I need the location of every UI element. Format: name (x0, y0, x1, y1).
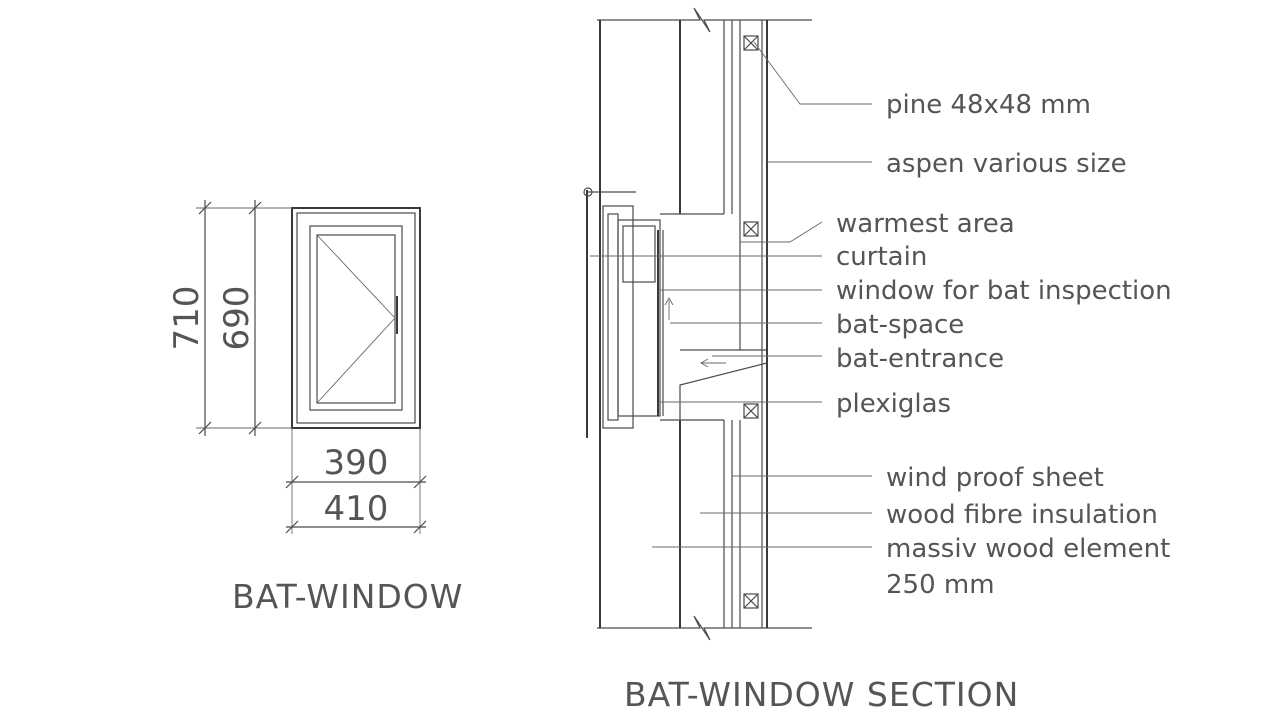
label-warmest-area: warmest area (836, 209, 1015, 239)
bat-space-box (617, 219, 661, 417)
sash-outer (309, 225, 403, 411)
window-outer-frame (291, 207, 421, 429)
window-inner-frame (296, 212, 416, 424)
bat-window-elevation: 710 690 390 410 BAT-WINDOW (167, 200, 463, 616)
dim-390-text: 390 (324, 443, 389, 483)
label-bat-entrance: bat-entrance (836, 344, 1004, 374)
bat-window-section-title: BAT-WINDOW SECTION (624, 675, 1019, 714)
warmest-area-box (622, 225, 656, 283)
batten-cross-marks (743, 35, 759, 609)
label-thickness: 250 mm (886, 570, 995, 600)
leader-lines (590, 41, 872, 548)
bat-window-title: BAT-WINDOW (232, 577, 463, 616)
label-aspen: aspen various size (886, 149, 1127, 179)
label-inspection-window: window for bat inspection (836, 276, 1172, 306)
label-plexiglas: plexiglas (836, 389, 951, 419)
dim-690-text: 690 (217, 286, 257, 351)
label-wind-proof-sheet: wind proof sheet (886, 463, 1104, 493)
label-pine: pine 48x48 mm (886, 90, 1091, 120)
opening-direction-lines (316, 234, 396, 404)
bottom-break-line (597, 615, 812, 641)
label-curtain: curtain (836, 242, 927, 272)
bat-entrance-ramp (679, 362, 768, 420)
bat-window-section: pine 48x48 mm aspen various size warmest… (583, 7, 1172, 714)
top-break-line (597, 7, 812, 33)
inspection-sash (607, 213, 619, 421)
label-wood-fibre-insulation: wood fibre insulation (886, 500, 1158, 530)
label-bat-space: bat-space (836, 310, 964, 340)
sash-inner (316, 234, 396, 404)
inspection-window-frame (602, 205, 634, 429)
dim-710-text: 710 (167, 286, 207, 351)
dim-410-text: 410 (324, 489, 389, 529)
label-massiv-wood-element: massiv wood element (886, 534, 1170, 564)
